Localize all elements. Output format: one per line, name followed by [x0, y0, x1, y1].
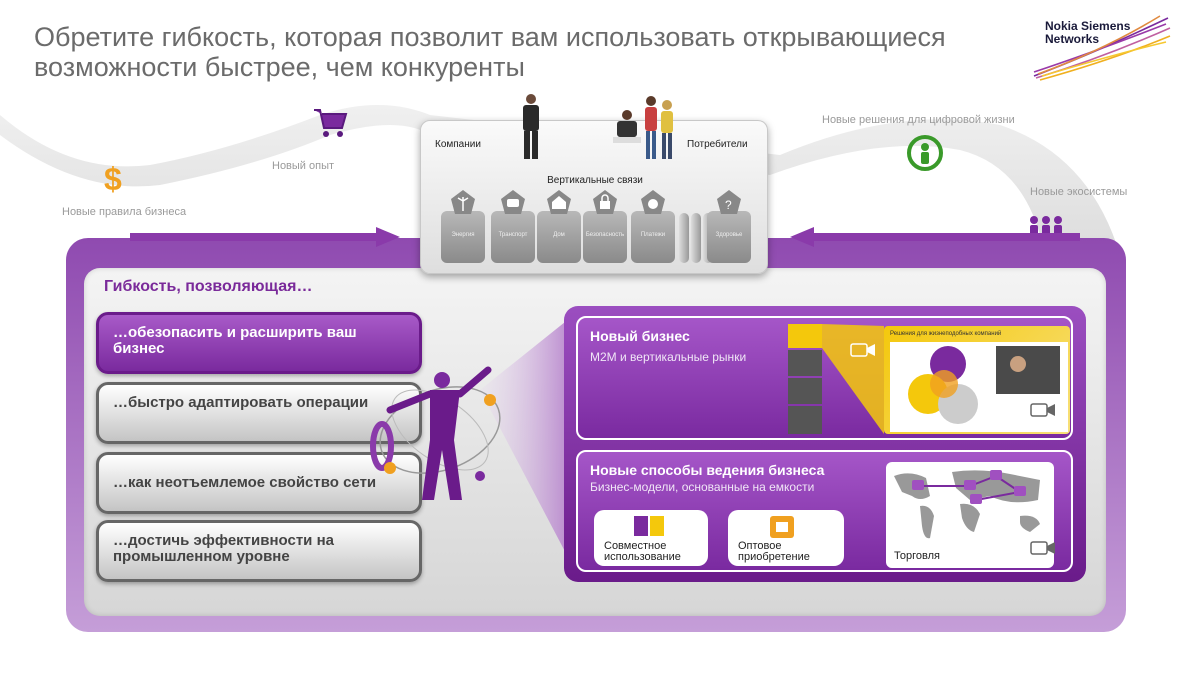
road-label-experience: Новый опыт [272, 160, 335, 172]
tile-label: Энергия [451, 232, 475, 238]
nokia-siemens-logo [1033, 15, 1171, 81]
health-icon: ? [717, 190, 741, 214]
train-icon [501, 190, 525, 214]
card-wholesale[interactable]: Оптовое приобретение [728, 510, 844, 566]
wind-turbine-icon [451, 190, 475, 214]
arrow-right [130, 227, 400, 247]
video-camera-icon [1030, 403, 1055, 417]
vertical-links-title: Вертикальные связи [547, 175, 643, 186]
tile-label: Транспорт [498, 232, 528, 238]
tile-transport[interactable]: Транспорт [491, 190, 535, 263]
logo-text: Nokia Siemens Networks [1045, 20, 1130, 46]
page-title: Обретите гибкость, которая позволит вам … [34, 22, 994, 82]
arrow-left [790, 227, 1080, 247]
flex-item-secure[interactable]: …обезопасить и расширить ваш бизнес [96, 312, 422, 374]
trade-label: Торговля [894, 550, 940, 562]
tile-label: Дом [553, 232, 565, 238]
venn-diagram [908, 346, 1060, 424]
dollar-icon: $ [104, 161, 122, 196]
projection-cone [480, 310, 580, 580]
logo-line-1: Nokia Siemens [1045, 19, 1131, 33]
businessman-figure [523, 94, 539, 159]
new-business-title: Новый бизнес [590, 328, 690, 344]
new-ways-title: Новые способы ведения бизнеса [590, 462, 825, 478]
solutions-box-title: Решения для жизнеподобных компаний [890, 331, 1002, 337]
road-label-rules: Новые правила бизнеса [62, 206, 187, 218]
title-line-2: возможности быстрее, чем конкуренты [34, 52, 525, 82]
tile-health[interactable]: ? Здоровье [707, 190, 751, 263]
new-business-subtitle: M2M и вертикальные рынки [590, 350, 747, 364]
companies-label: Компании [435, 139, 481, 150]
tile-label: Безопасность [585, 232, 625, 238]
juggler-figure [370, 366, 501, 500]
logo-line-2: Networks [1045, 32, 1100, 46]
tile-home[interactable]: Дом [537, 190, 581, 263]
flexibility-heading: Гибкость, позволяющая… [104, 278, 313, 295]
sharing-icon [634, 516, 664, 536]
verticals-box: Компании Потребители Вертикальные связи … [420, 94, 768, 274]
young-people-figures [613, 96, 673, 159]
svg-text:?: ? [725, 198, 732, 212]
shopping-cart-icon [314, 109, 348, 137]
world-map-graphic [894, 470, 1040, 539]
house-icon [547, 190, 571, 214]
new-ways-subtitle: Бизнес-модели, основанные на емкости [590, 480, 815, 494]
lock-icon [593, 190, 617, 214]
flex-item-adapt[interactable]: …быстро адаптировать операции [96, 382, 422, 444]
recycle-person-icon [907, 135, 943, 171]
road-label-digital-life: Новые решения для цифровой жизни [822, 114, 1015, 126]
video-camera-icon [850, 343, 875, 357]
pillar [679, 213, 689, 263]
wholesale-box-icon [770, 516, 794, 538]
tile-payments[interactable]: Платежи [631, 190, 675, 263]
payments-icon [641, 190, 665, 214]
card-sharing-label: Совместное использование [604, 540, 681, 563]
tile-security[interactable]: Безопасность [583, 190, 627, 263]
card-sharing[interactable]: Совместное использование [594, 510, 708, 566]
svg-text:$: $ [104, 161, 122, 196]
road-label-ecosystems: Новые экосистемы [1030, 186, 1128, 198]
road-path [0, 105, 1120, 255]
flex-item-efficiency[interactable]: …достичь эффективности на промышленном у… [96, 520, 422, 582]
flex-item-network[interactable]: …как неотъемлемое свойство сети [96, 452, 422, 514]
tile-label: Платежи [640, 232, 666, 238]
title-line-1: Обретите гибкость, которая позволит вам … [34, 22, 946, 52]
tile-energy[interactable]: Энергия [441, 190, 485, 263]
card-wholesale-label: Оптовое приобретение [738, 540, 810, 563]
layer-stack [788, 324, 822, 434]
pillar [691, 213, 701, 263]
tile-label: Здоровье [715, 232, 743, 238]
consumers-label: Потребители [687, 139, 748, 150]
video-camera-icon [1030, 541, 1055, 555]
